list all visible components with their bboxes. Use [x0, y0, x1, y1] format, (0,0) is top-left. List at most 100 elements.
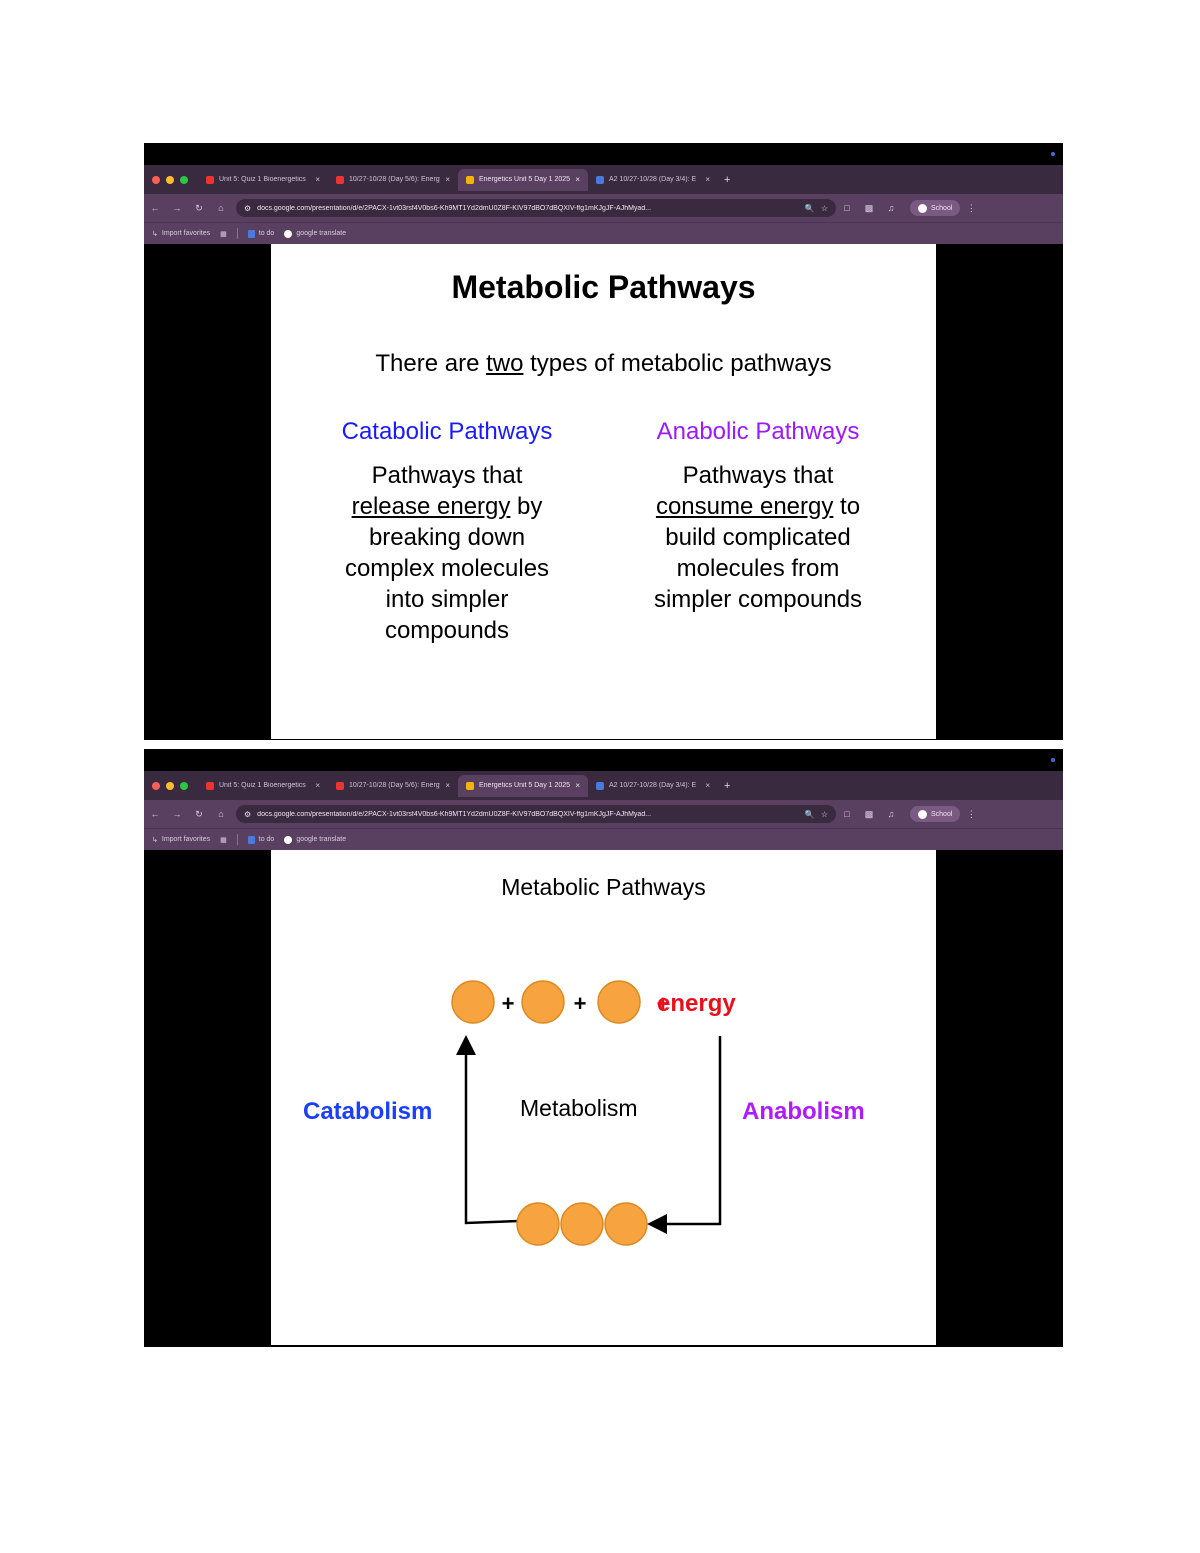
energy-label: energy	[657, 990, 736, 1017]
profile-button[interactable]: School	[910, 806, 961, 822]
bookmark-divider	[236, 834, 238, 845]
close-tab-icon[interactable]: ×	[575, 781, 580, 790]
browser-toolbar: ← → ↻ ⌂ ⚙ docs.google.com/presentation/d…	[144, 194, 1063, 222]
profile-button[interactable]: School	[910, 200, 961, 216]
tab-quiz[interactable]: Unit 5: Quiz 1 Bioenergetics×	[198, 775, 328, 797]
anabolic-column: Anabolic Pathways Pathways that consume …	[628, 418, 888, 615]
bookmark-import[interactable]: ↳Import favorites	[152, 836, 211, 844]
tab-energy-day[interactable]: 10/27-10/28 (Day 5/6): Energy×	[328, 775, 458, 797]
bookmark-todo[interactable]: to do	[247, 835, 274, 844]
anabolic-description: Pathways that consume energy to build co…	[653, 462, 863, 613]
anabolism-label: Anabolism	[742, 1098, 865, 1125]
catabolism-label: Catabolism	[303, 1098, 433, 1125]
tab-quiz[interactable]: Unit 5: Quiz 1 Bioenergetics×	[198, 169, 328, 191]
media-icon[interactable]: ♫	[887, 809, 895, 819]
media-icon[interactable]: ♫	[887, 203, 895, 213]
google-icon	[284, 229, 293, 238]
extensions-icon[interactable]: □	[844, 203, 850, 213]
docs-icon	[596, 781, 604, 790]
zoom-icon[interactable]: 🔍	[804, 203, 815, 213]
bookmark-translate[interactable]: google translate	[284, 229, 346, 238]
red-asterisk-icon	[206, 781, 214, 790]
address-bar[interactable]: ⚙ docs.google.com/presentation/d/e/2PACX…	[236, 199, 836, 217]
address-bar[interactable]: ⚙ docs.google.com/presentation/d/e/2PACX…	[236, 805, 836, 823]
close-window-button[interactable]	[152, 175, 160, 184]
close-tab-icon[interactable]: ×	[445, 781, 450, 790]
close-tab-icon[interactable]: ×	[445, 175, 450, 184]
status-dot-icon	[1051, 758, 1055, 762]
screenshot-2: Unit 5: Quiz 1 Bioenergetics× 10/27-10/2…	[144, 749, 1063, 1347]
catabolic-heading: Catabolic Pathways	[341, 418, 553, 445]
new-tab-button[interactable]: +	[724, 173, 731, 186]
tab-strip: Unit 5: Quiz 1 Bioenergetics× 10/27-10/2…	[144, 771, 1063, 800]
cast-icon[interactable]: ▩	[864, 808, 874, 819]
zoom-icon[interactable]: 🔍	[804, 809, 815, 819]
tab-a2-doc[interactable]: A2 10/27-10/28 (Day 3/4): E×	[588, 775, 718, 797]
url-text: docs.google.com/presentation/d/e/2PACX-1…	[257, 810, 652, 818]
docs-icon	[596, 175, 604, 184]
minimize-window-button[interactable]	[166, 175, 174, 184]
forward-arrow-icon[interactable]: →	[172, 809, 182, 819]
window-controls	[152, 781, 188, 790]
bookmark-divider	[236, 228, 238, 239]
cast-icon[interactable]: ▩	[864, 202, 874, 213]
bookmarks-bar: ↳Import favorites ▦ to do google transla…	[144, 222, 1063, 244]
tab-a2-doc[interactable]: A2 10/27-10/28 (Day 3/4): E×	[588, 169, 718, 191]
bookmark-todo[interactable]: to do	[247, 229, 274, 238]
browser-toolbar: ← → ↻ ⌂ ⚙ docs.google.com/presentation/d…	[144, 800, 1063, 828]
back-arrow-icon[interactable]: ←	[150, 809, 160, 819]
slide-title: Metabolic Pathways	[501, 874, 706, 900]
site-info-icon[interactable]: ⚙	[244, 203, 252, 213]
extensions-icon[interactable]: □	[844, 809, 850, 819]
molecule-circle	[597, 980, 641, 1024]
close-tab-icon[interactable]: ×	[575, 175, 580, 184]
close-tab-icon[interactable]: ×	[705, 175, 710, 184]
catabolic-description: Pathways that release energy by breaking…	[344, 462, 550, 644]
metabolism-cycle-diagram: + + +	[451, 980, 722, 1246]
import-icon: ↳	[152, 230, 158, 238]
close-window-button[interactable]	[152, 781, 160, 790]
slide-metabolism-diagram: Metabolic Pathways + + + energy Cataboli…	[271, 850, 936, 1345]
home-icon[interactable]: ⌂	[218, 203, 224, 213]
home-icon[interactable]: ⌂	[218, 809, 224, 819]
slide-metabolic-pathways: Metabolic Pathways There are two types o…	[271, 244, 936, 739]
bonded-molecule-circle	[516, 1202, 560, 1246]
import-icon: ↳	[152, 836, 158, 844]
tab-energy-day[interactable]: 10/27-10/28 (Day 5/6): Energy×	[328, 169, 458, 191]
docs-icon	[247, 835, 255, 844]
molecule-circle	[451, 980, 495, 1024]
menu-kebab-icon[interactable]: ⋮	[966, 808, 976, 819]
site-info-icon[interactable]: ⚙	[244, 809, 252, 819]
reload-icon[interactable]: ↻	[195, 202, 203, 213]
energy-plus-sign: +	[657, 991, 670, 1016]
red-asterisk-icon	[206, 175, 214, 184]
bookmark-translate[interactable]: google translate	[284, 835, 346, 844]
red-asterisk-icon	[336, 781, 344, 790]
maximize-window-button[interactable]	[180, 781, 188, 790]
plus-sign: +	[502, 991, 515, 1016]
anabolism-arrow	[647, 1036, 722, 1234]
plus-sign: +	[574, 991, 587, 1016]
screenshot-1: Unit 5: Quiz 1 Bioenergetics× 10/27-10/2…	[144, 143, 1063, 740]
tab-energetics-slides[interactable]: Energetics Unit 5 Day 1 2025×	[458, 774, 588, 797]
apps-grid-icon[interactable]: ▦	[220, 836, 227, 844]
new-tab-button[interactable]: +	[724, 779, 731, 792]
url-text: docs.google.com/presentation/d/e/2PACX-1…	[257, 204, 652, 212]
minimize-window-button[interactable]	[166, 781, 174, 790]
close-tab-icon[interactable]: ×	[315, 781, 320, 790]
bonded-molecule-circle	[604, 1202, 648, 1246]
tab-energetics-slides[interactable]: Energetics Unit 5 Day 1 2025×	[458, 168, 588, 191]
close-tab-icon[interactable]: ×	[315, 175, 320, 184]
forward-arrow-icon[interactable]: →	[172, 203, 182, 213]
apps-grid-icon[interactable]: ▦	[220, 230, 227, 238]
maximize-window-button[interactable]	[180, 175, 188, 184]
slides-icon	[466, 781, 474, 790]
back-arrow-icon[interactable]: ←	[150, 203, 160, 213]
slide-subtitle: There are two types of metabolic pathway…	[375, 350, 832, 377]
close-tab-icon[interactable]: ×	[705, 781, 710, 790]
bookmark-star-icon[interactable]: ☆	[820, 203, 828, 213]
reload-icon[interactable]: ↻	[195, 808, 203, 819]
bookmark-import[interactable]: ↳Import favorites	[152, 230, 211, 238]
bookmark-star-icon[interactable]: ☆	[820, 809, 828, 819]
menu-kebab-icon[interactable]: ⋮	[966, 202, 976, 213]
